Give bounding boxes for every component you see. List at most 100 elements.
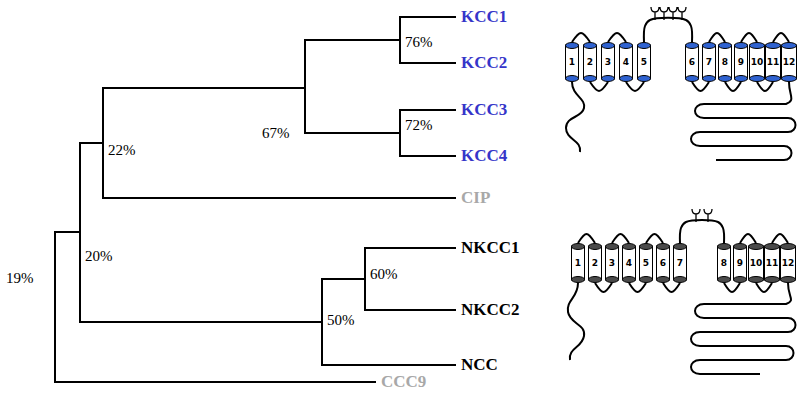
cylinder-cap	[765, 244, 780, 250]
cylinder-body	[620, 45, 633, 79]
c-terminal-tail	[691, 82, 796, 160]
helix-cylinder: 4	[619, 42, 633, 82]
helix-number: 11	[767, 58, 780, 67]
helix-number: 1	[575, 259, 581, 268]
helix-cylinder: 1	[565, 42, 579, 82]
cylinder-body	[750, 45, 765, 79]
helix-number: 3	[609, 259, 615, 268]
membrane-loop	[757, 82, 773, 91]
helix-number: 12	[783, 58, 796, 67]
helix-cylinder: 2	[583, 42, 597, 82]
membrane-loop	[595, 283, 612, 292]
helix-number: 8	[722, 58, 728, 67]
membrane-loop	[646, 234, 663, 243]
cylinder-cap	[782, 76, 797, 82]
identity-percent: 20%	[85, 248, 113, 265]
cylinder-body	[640, 246, 653, 280]
cylinder-cap	[589, 244, 602, 250]
helix-cylinder: 2	[588, 243, 602, 283]
helix-number: 4	[623, 58, 629, 67]
cylinder-cap	[781, 277, 796, 283]
taxon-label: NCC	[461, 355, 498, 375]
cylinder-cap	[657, 244, 670, 250]
cylinder-body	[606, 246, 619, 280]
cylinder-cap	[782, 43, 797, 49]
membrane-loop	[725, 82, 741, 91]
cylinder-cap	[718, 277, 731, 283]
helix-number: 3	[605, 58, 611, 67]
membrane-loop	[626, 82, 644, 91]
helix-cylinder: 7	[673, 243, 687, 283]
cylinder-cap	[584, 76, 597, 82]
cylinder-cap	[572, 277, 585, 283]
n-terminal-tail	[566, 82, 584, 152]
cylinder-body	[638, 45, 651, 79]
helix-cylinder: 7	[702, 42, 716, 82]
cylinder-body	[718, 246, 731, 280]
membrane-loop	[724, 283, 740, 292]
helix-number: 1	[569, 58, 575, 67]
membrane-loop	[644, 18, 692, 42]
helix-cylinder: 4	[622, 243, 636, 283]
helix-cylinder: 8	[717, 243, 731, 283]
cylinder-cap	[602, 76, 615, 82]
taxon-label: CCC9	[381, 372, 426, 392]
membrane-loop	[590, 82, 608, 91]
cylinder-body	[703, 45, 716, 79]
identity-percent: 60%	[370, 266, 398, 283]
cylinder-cap	[640, 244, 653, 250]
helix-cylinder: 6	[656, 243, 670, 283]
helix-cylinder: 11	[764, 243, 780, 283]
cylinder-cap	[638, 43, 651, 49]
cylinder-cap	[686, 43, 699, 49]
cylinder-cap	[766, 43, 781, 49]
helix-number: 9	[738, 58, 744, 67]
cylinder-cap	[734, 244, 747, 250]
cylinder-body	[572, 246, 585, 280]
helix-number: 11	[766, 259, 779, 268]
helix-cylinder: 12	[780, 243, 796, 283]
cylinder-body	[719, 45, 732, 79]
membrane-loop	[709, 33, 725, 42]
cylinder-cap	[589, 277, 602, 283]
membrane-loop	[773, 33, 789, 42]
cylinder-cap	[750, 76, 765, 82]
taxon-label: NKCC1	[461, 238, 520, 258]
helix-number: 7	[706, 58, 712, 67]
cylinder-cap	[620, 43, 633, 49]
taxon-label: NKCC2	[461, 300, 520, 320]
cylinder-cap	[765, 277, 780, 283]
membrane-loop	[572, 33, 590, 42]
helix-number: 7	[677, 259, 683, 268]
cylinder-cap	[674, 277, 687, 283]
cylinder-body	[674, 246, 687, 280]
cylinder-cap	[602, 43, 615, 49]
helix-cylinder: 9	[733, 243, 747, 283]
cylinder-cap	[623, 244, 636, 250]
helix-cylinder: 3	[605, 243, 619, 283]
identity-percent: 67%	[262, 125, 290, 142]
cylinder-cap	[640, 277, 653, 283]
cylinder-body	[623, 246, 636, 280]
identity-percent: 76%	[405, 34, 433, 51]
helix-number: 10	[751, 58, 764, 67]
cylinder-cap	[735, 76, 748, 82]
cylinder-body	[749, 246, 764, 280]
cylinder-cap	[572, 244, 585, 250]
cylinder-cap	[781, 244, 796, 250]
taxon-label: KCC4	[461, 146, 507, 166]
cylinder-cap	[584, 43, 597, 49]
membrane-loop	[741, 33, 757, 42]
cylinder-cap	[750, 43, 765, 49]
helix-number: 10	[750, 259, 763, 268]
cylinder-cap	[606, 244, 619, 250]
helix-cylinder: 1	[571, 243, 585, 283]
cylinder-cap	[686, 76, 699, 82]
cylinder-body	[584, 45, 597, 79]
identity-percent: 72%	[405, 117, 433, 134]
membrane-loop	[772, 234, 788, 243]
cylinder-body	[781, 246, 796, 280]
cylinder-body	[766, 45, 781, 79]
n-terminal-tail	[568, 283, 584, 360]
